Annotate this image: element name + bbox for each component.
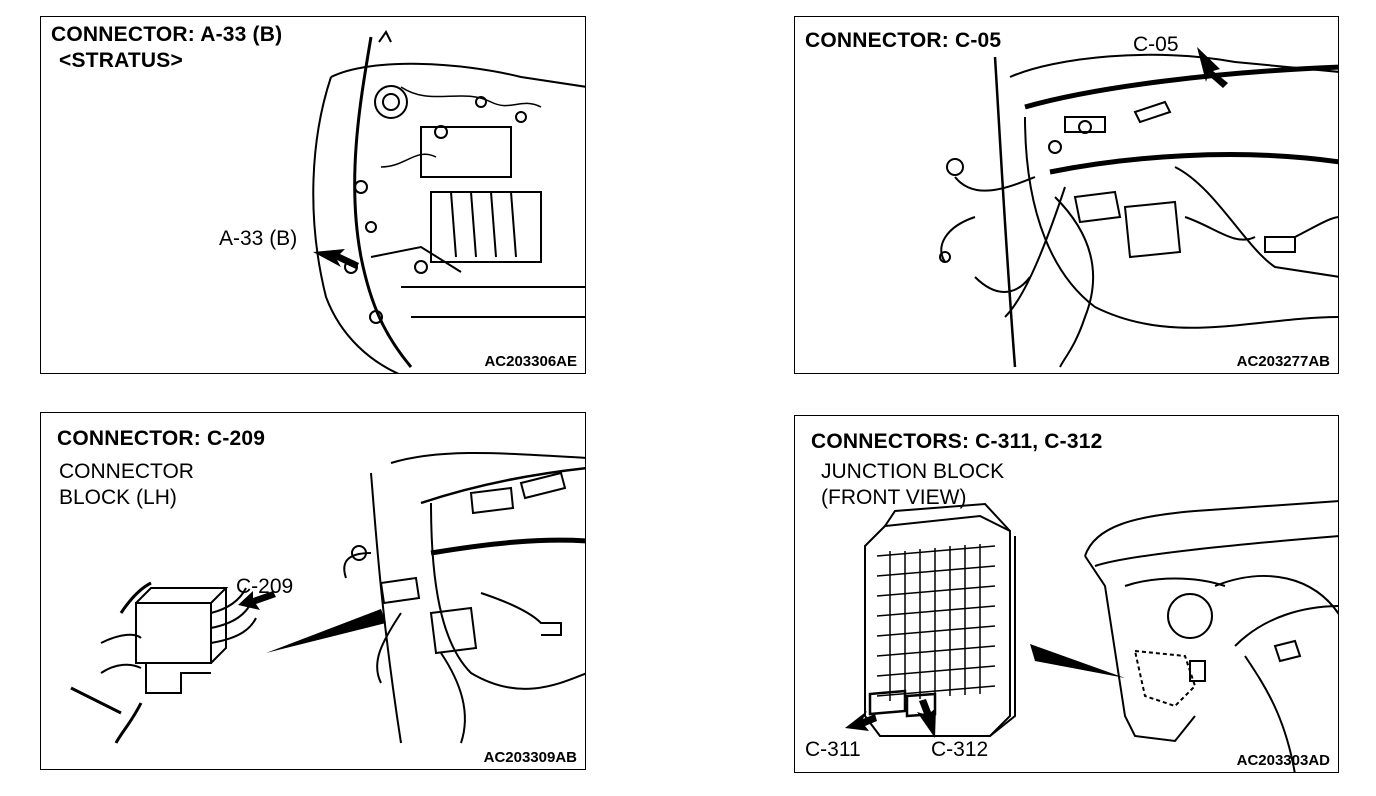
panel-title: CONNECTOR: C-209 — [57, 427, 266, 450]
arrow-icon — [1197, 47, 1228, 88]
figure-code: AC203309AB — [483, 749, 577, 766]
callout-label-c311: C-311 — [805, 738, 861, 761]
figure-code: AC203277AB — [1236, 353, 1330, 370]
callout-label: C-05 — [1133, 33, 1179, 56]
diagram-panel-a33: CONNECTOR: A-33 (B) <STRATUS> A-33 (B) A… — [40, 16, 586, 374]
engine-bay-illustration — [312, 30, 585, 373]
callout-label: A-33 (B) — [219, 227, 298, 250]
arrow-icon — [845, 644, 1125, 738]
arrow-icon — [238, 591, 386, 653]
panel-subtitle-line1: JUNCTION BLOCK — [821, 460, 1005, 483]
panel-title: CONNECTOR: A-33 (B) — [51, 23, 283, 46]
figure-code: AC203306AE — [484, 353, 577, 370]
arrow-icon — [313, 249, 359, 269]
panel-subtitle-line2: BLOCK (LH) — [59, 486, 177, 509]
panel-title: CONNECTOR: C-05 — [805, 29, 1002, 52]
junction-block-illustration — [845, 500, 1338, 772]
wire-harness-illustration — [70, 452, 585, 744]
callout-label: C-209 — [236, 575, 294, 598]
panel-title: CONNECTORS: C-311, C-312 — [811, 430, 1103, 453]
callout-label-c312: C-312 — [931, 738, 989, 761]
figure-code: AC203303AD — [1236, 752, 1330, 769]
diagram-panel-c311-c312: CONNECTORS: C-311, C-312 JUNCTION BLOCK … — [794, 415, 1339, 773]
wire-harness-illustration — [939, 47, 1338, 368]
diagram-panel-c05: CONNECTOR: C-05 C-05 AC203277AB — [794, 16, 1339, 374]
panel-subtitle-line1: CONNECTOR — [59, 460, 194, 483]
panel-subtitle-line2: (FRONT VIEW) — [821, 486, 967, 509]
panel-subtitle: <STRATUS> — [59, 49, 183, 72]
diagram-panel-c209: CONNECTOR: C-209 CONNECTOR BLOCK (LH) C-… — [40, 412, 586, 770]
